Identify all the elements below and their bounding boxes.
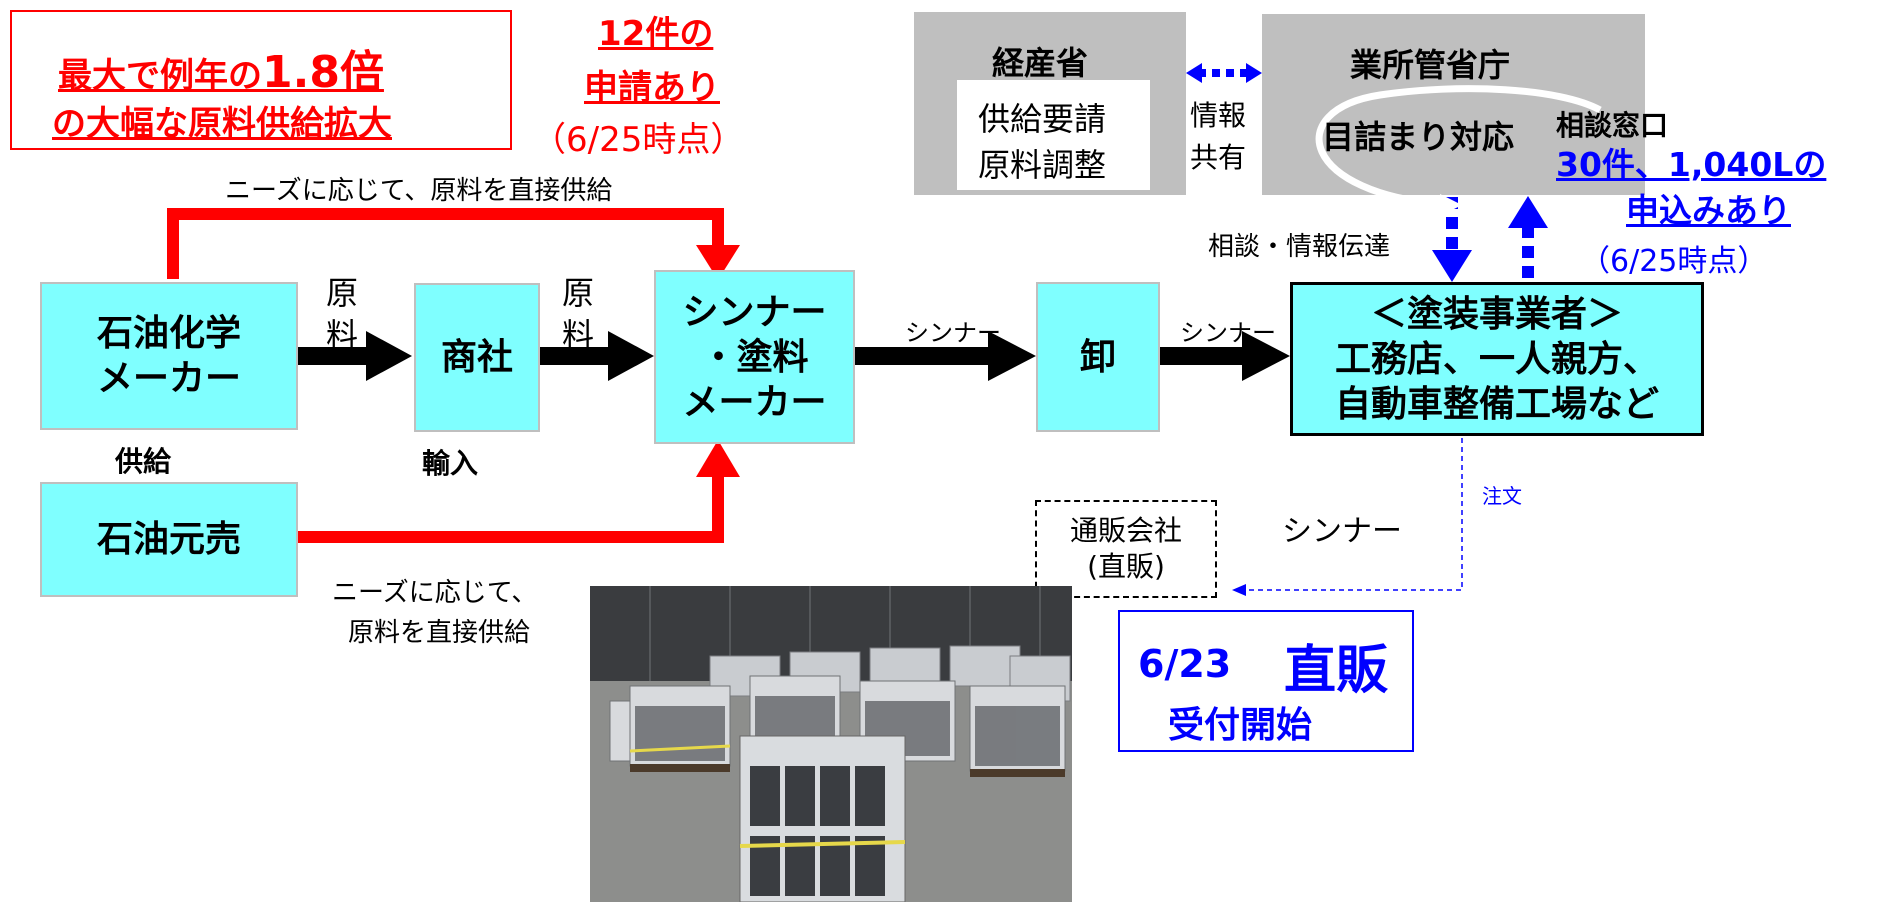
arrow-wholesale-to-painters <box>1160 331 1290 381</box>
info-share-arrow <box>1186 63 1262 83</box>
direct-sales-date: 6/23 <box>1138 642 1232 686</box>
headline-line1-big: 1.8倍 <box>262 47 384 98</box>
arrow-thinner-maker-to-wholesale <box>855 331 1036 381</box>
applications-status: 申請あり <box>584 68 720 108</box>
info-share-label-2: 共有 <box>1190 141 1247 174</box>
order-arrow <box>1232 438 1463 596</box>
meti-task-supply-request: 供給要請 <box>978 100 1107 138</box>
bottom-route-label-2: 原料を直接供給 <box>348 618 531 648</box>
headline-line1-prefix: 最大で例年の <box>58 56 262 96</box>
edge-thinner-3: シンナー <box>1282 514 1402 549</box>
node-wholesaler: 卸 <box>1036 282 1160 432</box>
warehouse-photo <box>590 586 1072 902</box>
direct-sales-box <box>1118 610 1414 752</box>
bottleneck-response: 目詰まり対応 <box>1322 118 1515 156</box>
consult-window-count: 30件、1,040Lの <box>1556 145 1827 184</box>
node-petrochemical-line1: 石油化学 <box>96 313 241 354</box>
direct-sales-sub: 受付開始 <box>1168 705 1313 746</box>
label-consult-info: 相談・情報伝達 <box>1208 232 1391 262</box>
consult-window-date: （6/25時点） <box>1580 244 1768 279</box>
edge-raw-material-2a: 原 <box>562 274 595 312</box>
consult-up-arrow <box>1508 196 1548 280</box>
agencies-title: 業所管省庁 <box>1350 46 1511 84</box>
applications-date: （6/25時点） <box>532 120 745 160</box>
edge-thinner-2: シンナー <box>1180 319 1276 347</box>
edge-raw-material-1b: 料 <box>326 316 359 354</box>
top-route-label: ニーズに応じて、原料を直接供給 <box>225 176 613 206</box>
edge-raw-material-2b: 料 <box>562 316 595 354</box>
node-trading-company: 商社 <box>414 283 540 432</box>
applications-count: 12件の <box>598 14 714 54</box>
edge-thinner-1: シンナー <box>905 319 1001 347</box>
node-thinner-line3: メーカー <box>682 381 827 423</box>
direct-sales-title: 直販 <box>1284 641 1389 701</box>
mail-order-box: 通販会社 (直販) <box>1035 500 1217 598</box>
node-petrochemical-line2: メーカー <box>96 358 241 399</box>
circulation-arrow-icon <box>1315 85 1602 216</box>
mail-order-line2: (直販) <box>1087 550 1165 583</box>
warehouse-pallets-photo-icon <box>590 586 1072 902</box>
info-share-label-1: 情報 <box>1190 99 1247 132</box>
label-order: 注文 <box>1482 484 1522 508</box>
meti-task-raw-adjust: 原料調整 <box>978 146 1107 184</box>
node-thinner-line1: シンナー <box>682 291 827 333</box>
bottom-route-label-1: ニーズに応じて、 <box>332 578 538 608</box>
node-painters-line3: 自動車整備工場など <box>1334 383 1659 425</box>
edge-raw-material-1a: 原 <box>326 274 359 312</box>
headline-box <box>10 10 512 150</box>
node-petrochemical-maker: 石油化学 メーカー <box>40 282 298 430</box>
node-painters-line2: 工務店、一人親方、 <box>1334 338 1659 380</box>
meti-tasks-box <box>957 80 1150 190</box>
mail-order-line1: 通販会社 <box>1069 513 1182 547</box>
arrow-petrochem-to-trading <box>298 331 412 381</box>
node-thinner-line2: ・塗料 <box>700 336 809 378</box>
meti-title: 経産省 <box>992 44 1089 82</box>
label-import: 輸入 <box>422 447 479 480</box>
node-painters-line1: ＜塗装事業者＞ <box>1370 293 1623 335</box>
red-direct-route-bottom <box>298 440 740 543</box>
node-painting-businesses: ＜塗装事業者＞ 工務店、一人親方、 自動車整備工場など <box>1290 282 1704 436</box>
arrow-trading-to-thinner-maker <box>540 331 654 381</box>
label-supply: 供給 <box>115 445 172 478</box>
red-direct-route-top <box>167 208 740 280</box>
node-oil-distributor: 石油元売 <box>40 482 298 597</box>
consult-window-title: 相談窓口 <box>1556 109 1669 142</box>
consult-window-applications: 申込みあり <box>1626 191 1791 230</box>
node-thinner-paint-maker: シンナー ・塗料 メーカー <box>654 270 855 444</box>
headline-line2: の大幅な原料供給拡大 <box>52 104 392 144</box>
headline-line1: 最大で例年の1.8倍 <box>58 36 384 100</box>
